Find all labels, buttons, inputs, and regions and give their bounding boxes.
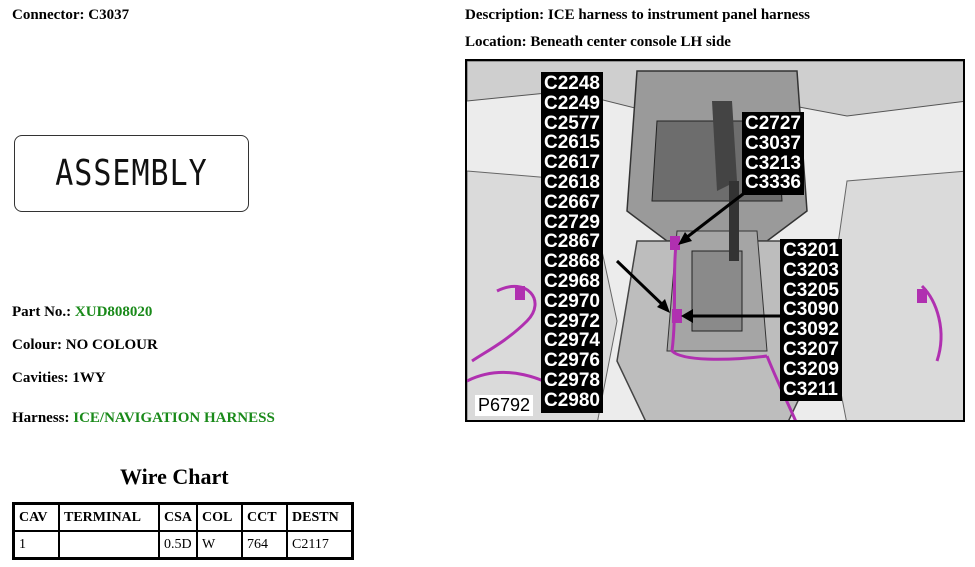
connector-labels-left: C2248 C2249 C2577 C2615 C2617 C2618 C266… (541, 72, 603, 413)
connector-label-item: C2615 (544, 132, 600, 154)
connector-label-item: C2970 (544, 290, 600, 312)
wire-chart-table: CAV TERMINAL CSA COL CCT DESTN 1 0.5D W … (12, 502, 355, 560)
connector-label-item: C3209 (783, 358, 839, 380)
col-header-csa: CSA (157, 502, 199, 532)
connector-labels-top-right: C2727 C3037 C3213 C3336 (742, 112, 804, 196)
col-header-terminal: TERMINAL (58, 502, 160, 532)
connector-label-item: C3207 (783, 338, 839, 360)
connector-label-item: C2617 (544, 152, 600, 174)
location-value: Beneath center console LH side (530, 34, 731, 50)
connector-value: C3037 (88, 7, 130, 23)
cell-destn[interactable]: C2117 (286, 530, 354, 560)
table-row: 1 0.5D W 764 C2117 (12, 530, 354, 560)
connector-label-item: C2972 (544, 310, 600, 332)
cavities-value: 1WY (72, 370, 106, 386)
part-no-value[interactable]: XUD808020 (74, 304, 153, 320)
connector-label-item: C2727 (745, 113, 801, 134)
harness-label: Harness: (12, 410, 70, 426)
wire-chart-title: Wire Chart (120, 464, 229, 489)
cavities-line: Cavities: 1WY (12, 370, 106, 387)
connector-label-item: C2618 (544, 171, 600, 193)
colour-line: Colour: NO COLOUR (12, 337, 158, 354)
connector-label-item: C2978 (544, 369, 600, 391)
colour-label: Colour: (12, 337, 62, 353)
cavities-label: Cavities: (12, 370, 69, 386)
connector-label-item: C3205 (783, 279, 839, 301)
location-line: Location: Beneath center console LH side (465, 34, 731, 51)
harness-line: Harness: ICE/NAVIGATION HARNESS (12, 410, 275, 427)
description-value: ICE harness to instrument panel harness (547, 7, 811, 23)
connector-label-item: C3037 (745, 132, 801, 154)
col-header-cav: CAV (12, 502, 60, 532)
connector-label-item: C2577 (544, 112, 600, 134)
connector-label-item: C3201 (783, 240, 839, 261)
connector-label-item: C2974 (544, 330, 600, 352)
location-figure: C2248 C2249 C2577 C2615 C2617 C2618 C266… (465, 59, 965, 422)
connector-label-item: C2248 (544, 73, 600, 94)
figure-id: P6792 (475, 395, 534, 416)
connector-label-item: C2729 (544, 211, 600, 233)
connector-label-item: C3213 (745, 152, 801, 174)
col-header-cct: CCT (241, 502, 289, 532)
cell-csa: 0.5D (157, 530, 199, 560)
cell-terminal (58, 530, 160, 560)
connector-labels-bottom-right: C3201 C3203 C3205 C3090 C3092 C3207 C320… (780, 239, 842, 402)
connector-label-item: C3203 (783, 259, 839, 281)
connector-label-item: C2249 (544, 92, 600, 114)
connector-line: Connector: C3037 (12, 7, 129, 24)
cell-col: W (196, 530, 244, 560)
part-no-line: Part No.: XUD808020 (12, 304, 152, 321)
connector-label-item: C2868 (544, 251, 600, 273)
connector-label-item: C2667 (544, 191, 600, 213)
connector-label-item: C2968 (544, 270, 600, 292)
wire-chart-header-row: CAV TERMINAL CSA COL CCT DESTN (12, 502, 354, 532)
location-label: Location: (465, 34, 527, 50)
connector-label-item: C3211 (783, 378, 838, 400)
connector-label: Connector: (12, 7, 85, 23)
part-no-label: Part No.: (12, 304, 72, 320)
colour-value: NO COLOUR (65, 337, 158, 353)
cell-cct: 764 (241, 530, 289, 560)
col-header-destn: DESTN (286, 502, 354, 532)
assembly-text: ASSEMBLY (55, 152, 208, 195)
connector-label-item: C3090 (783, 299, 839, 321)
cell-cav: 1 (12, 530, 60, 560)
harness-value[interactable]: ICE/NAVIGATION HARNESS (73, 410, 275, 426)
description-line: Description: ICE harness to instrument p… (465, 7, 810, 24)
description-label: Description: (465, 7, 545, 23)
connector-label-item: C2980 (544, 389, 600, 411)
connector-label-item: C3092 (783, 319, 839, 341)
connector-label-item: C2976 (544, 350, 600, 372)
connector-label-item: C2867 (544, 231, 600, 253)
col-header-col: COL (196, 502, 244, 532)
assembly-image: ASSEMBLY (14, 135, 249, 212)
connector-label-item: C3336 (745, 172, 801, 194)
